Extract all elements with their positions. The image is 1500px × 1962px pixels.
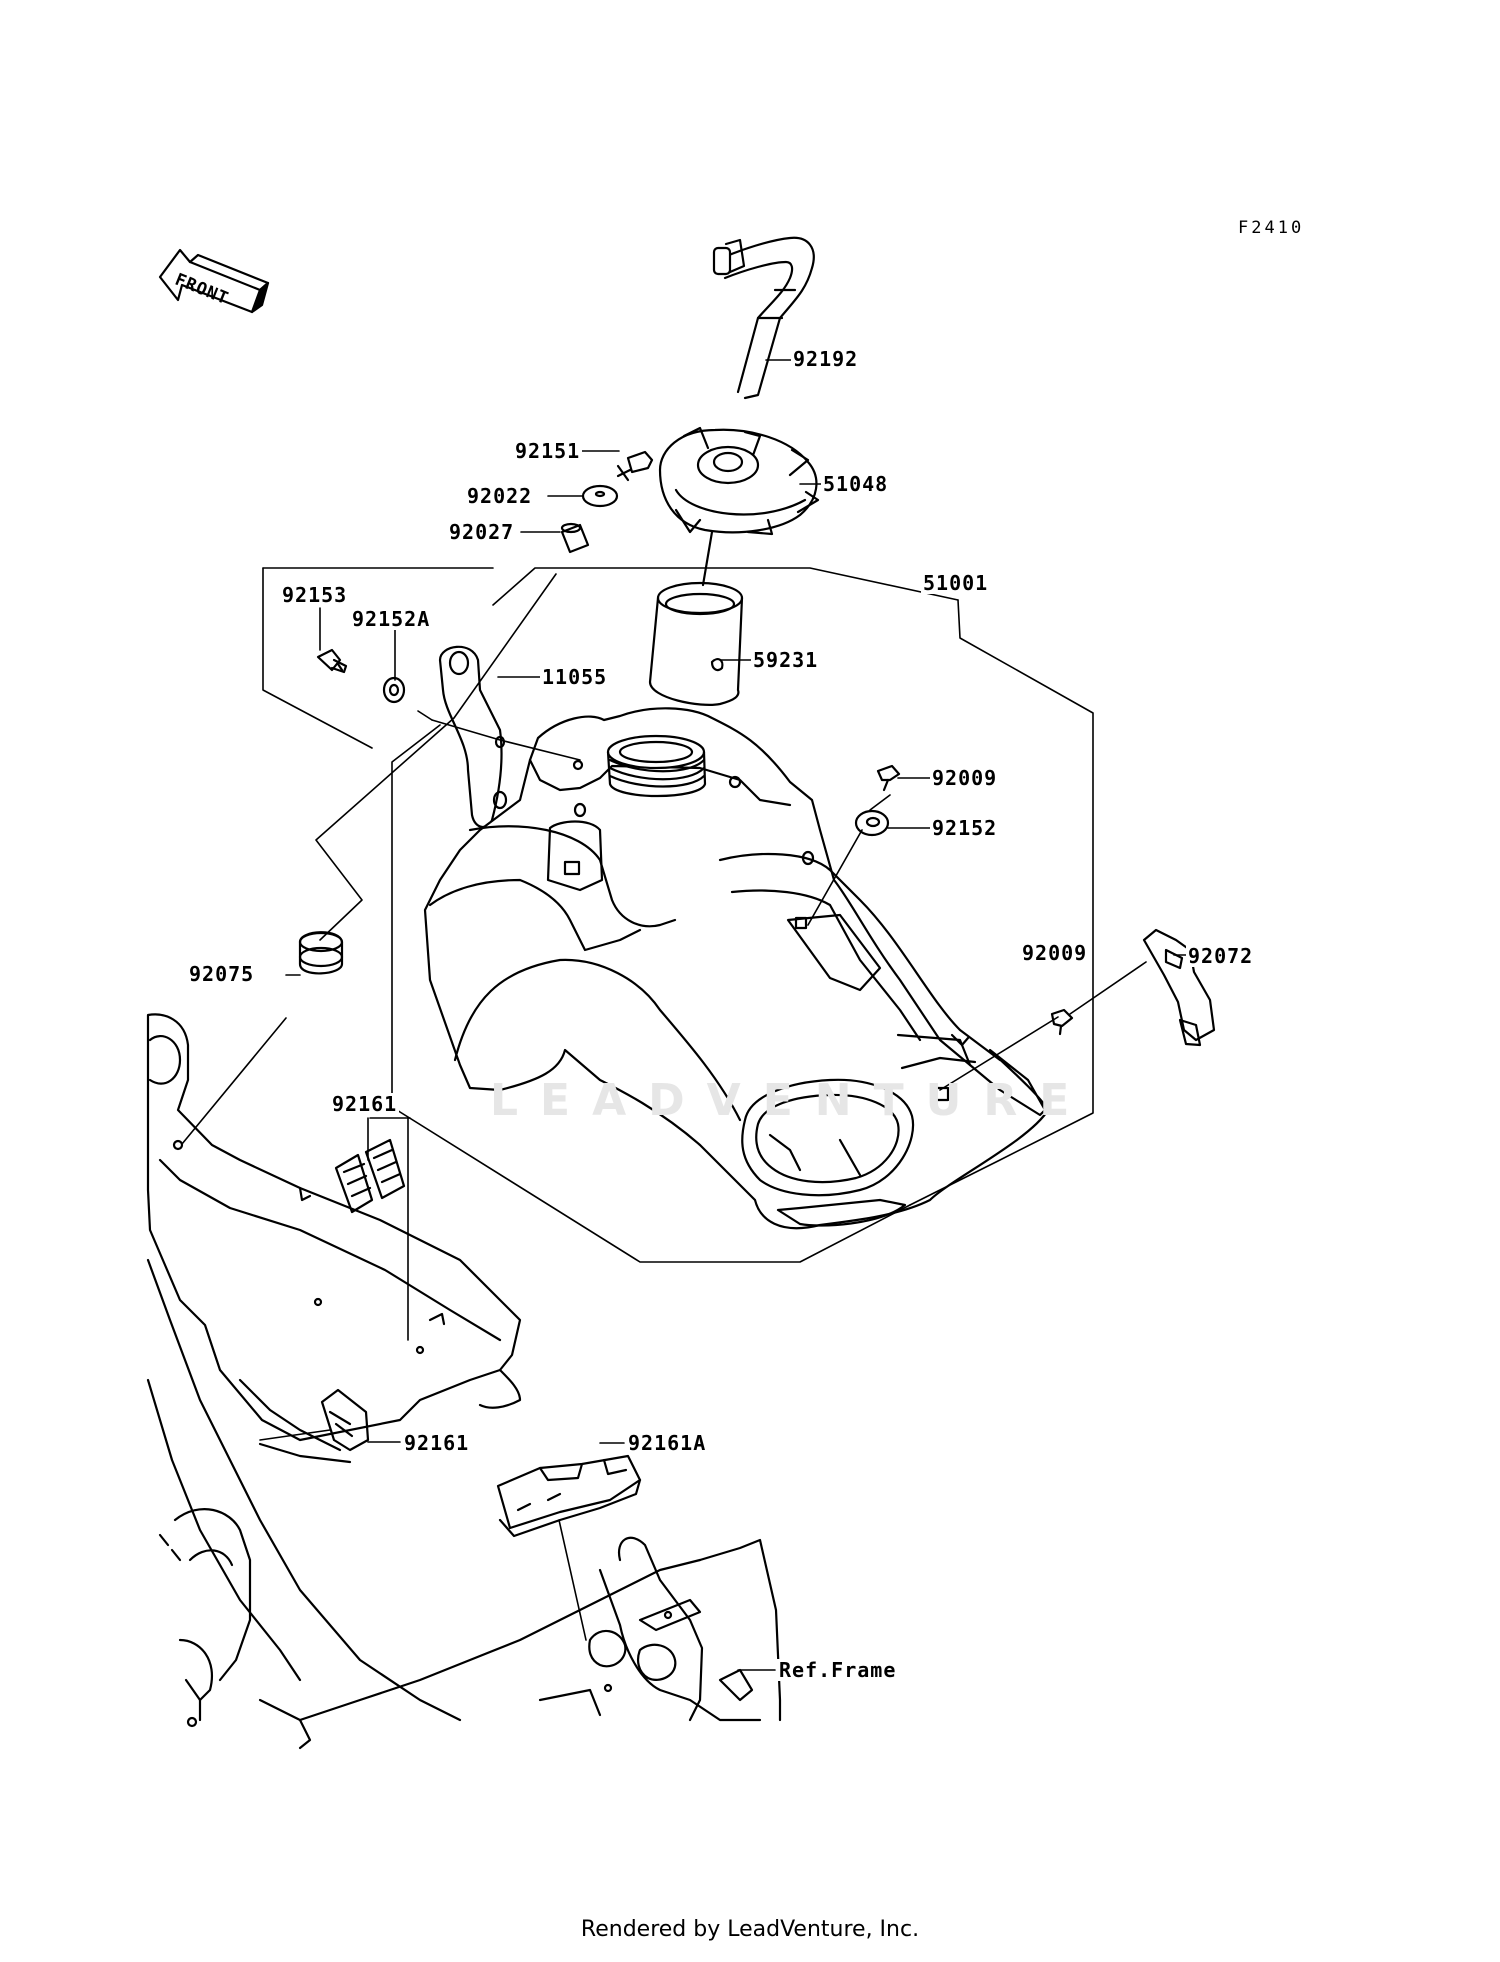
screw-92151 bbox=[616, 450, 654, 482]
rubber-pad-92161-lower bbox=[320, 1388, 370, 1452]
part-label-92161-lower[interactable]: 92161 bbox=[402, 1431, 472, 1455]
frame-left bbox=[146, 1013, 522, 1750]
part-label-92152[interactable]: 92152 bbox=[930, 816, 1000, 840]
diagram-code: F2410 bbox=[1238, 218, 1305, 238]
watermark: LEADVENTURE bbox=[490, 1075, 1092, 1126]
rubber-pad-92161-upper bbox=[334, 1138, 406, 1214]
part-label-59231[interactable]: 59231 bbox=[751, 648, 821, 672]
part-label-92027[interactable]: 92027 bbox=[447, 520, 517, 544]
part-label-92075[interactable]: 92075 bbox=[187, 962, 257, 986]
part-label-92161-upper[interactable]: 92161 bbox=[330, 1092, 400, 1116]
washer-92152A bbox=[382, 676, 406, 704]
rubber-pad-92161A bbox=[496, 1454, 642, 1538]
part-label-92022[interactable]: 92022 bbox=[465, 484, 535, 508]
collar-92027 bbox=[560, 522, 590, 554]
bolt-92153 bbox=[316, 648, 348, 674]
bracket-11055 bbox=[438, 645, 508, 828]
part-label-51048[interactable]: 51048 bbox=[821, 472, 891, 496]
part-label-92151[interactable]: 92151 bbox=[513, 439, 583, 463]
screw-92009-lower bbox=[1050, 1008, 1074, 1036]
part-label-11055[interactable]: 11055 bbox=[540, 665, 610, 689]
part-label-92072[interactable]: 92072 bbox=[1186, 944, 1256, 968]
part-label-92192[interactable]: 92192 bbox=[791, 347, 861, 371]
washer-92152 bbox=[854, 809, 890, 837]
part-label-51001[interactable]: 51001 bbox=[921, 571, 991, 595]
fuel-cap bbox=[658, 426, 820, 536]
breather-hose bbox=[712, 236, 815, 400]
fuel-tank bbox=[423, 707, 1050, 1230]
fuel-filter bbox=[648, 530, 744, 706]
strap-92072 bbox=[1142, 928, 1216, 1047]
part-label-92009-upper[interactable]: 92009 bbox=[930, 766, 1000, 790]
part-label-92152A[interactable]: 92152A bbox=[350, 607, 433, 631]
front-arrow-icon bbox=[158, 248, 270, 314]
footer-credit: Rendered by LeadVenture, Inc. bbox=[580, 1917, 920, 1942]
ref-frame-label[interactable]: Ref.Frame bbox=[777, 1658, 899, 1682]
part-label-92153[interactable]: 92153 bbox=[280, 583, 350, 607]
frame-rear bbox=[298, 1536, 782, 1722]
screw-92009-upper bbox=[876, 764, 901, 792]
part-label-92009-lower[interactable]: 92009 bbox=[1020, 941, 1090, 965]
damper-92075 bbox=[298, 931, 344, 975]
part-label-92161A[interactable]: 92161A bbox=[626, 1431, 709, 1455]
